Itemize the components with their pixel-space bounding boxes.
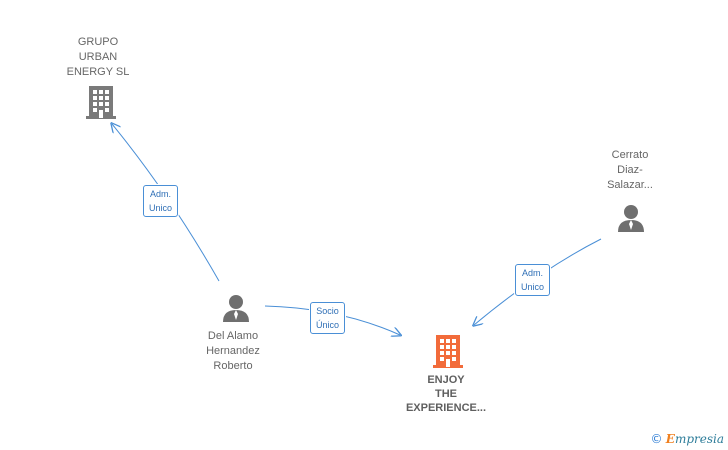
edge-label-line: Adm.: [150, 189, 172, 199]
edge-label-delalamo-grupo[interactable]: Adm. Unico: [143, 185, 179, 217]
node-label-line: GRUPO: [77, 36, 119, 48]
copyright-symbol: ©: [650, 432, 663, 446]
node-label-line: Salazar...: [607, 179, 653, 191]
node-label-enjoy[interactable]: ENJOY THE EXPERIENCE...: [386, 373, 506, 415]
node-label-line: ENJOY: [427, 374, 465, 386]
person-icon[interactable]: [221, 293, 251, 323]
node-label-line: EXPERIENCE...: [405, 402, 487, 414]
node-label-line: URBAN: [78, 51, 118, 63]
edge-label-line: Adm.: [522, 268, 544, 278]
node-label-line: Diaz-: [617, 164, 643, 176]
node-label-grupo[interactable]: GRUPO URBAN ENERGY SL: [48, 35, 148, 80]
edge-label-line: Unico: [521, 282, 545, 292]
node-label-delalamo[interactable]: Del Alamo Hernandez Roberto: [183, 329, 283, 374]
node-label-line: THE: [435, 388, 457, 400]
edge-label-line: Socio: [316, 306, 339, 316]
person-icon[interactable]: [616, 203, 646, 233]
node-label-line: ENERGY SL: [66, 66, 130, 78]
brand-rest: mpresia: [674, 432, 724, 446]
node-label-line: Roberto: [213, 360, 253, 372]
edge-label-delalamo-enjoy[interactable]: Socio Único: [310, 302, 346, 334]
edge-label-line: Unico: [149, 203, 173, 213]
edge-label-line: Único: [316, 320, 340, 330]
empresia-logo[interactable]: © Empresia: [650, 432, 724, 446]
brand-initial: E: [665, 432, 675, 446]
building-icon[interactable]: [85, 84, 117, 120]
node-label-line: Del Alamo: [207, 330, 259, 342]
node-label-line: Hernandez: [206, 345, 260, 357]
node-label-cerrato[interactable]: Cerrato Diaz- Salazar...: [580, 148, 680, 193]
brand-name: Empresia: [666, 432, 724, 446]
node-label-line: Cerrato: [611, 149, 649, 161]
edge-label-cerrato-enjoy[interactable]: Adm. Unico: [515, 264, 551, 296]
main-company-building-icon[interactable]: [432, 333, 464, 369]
